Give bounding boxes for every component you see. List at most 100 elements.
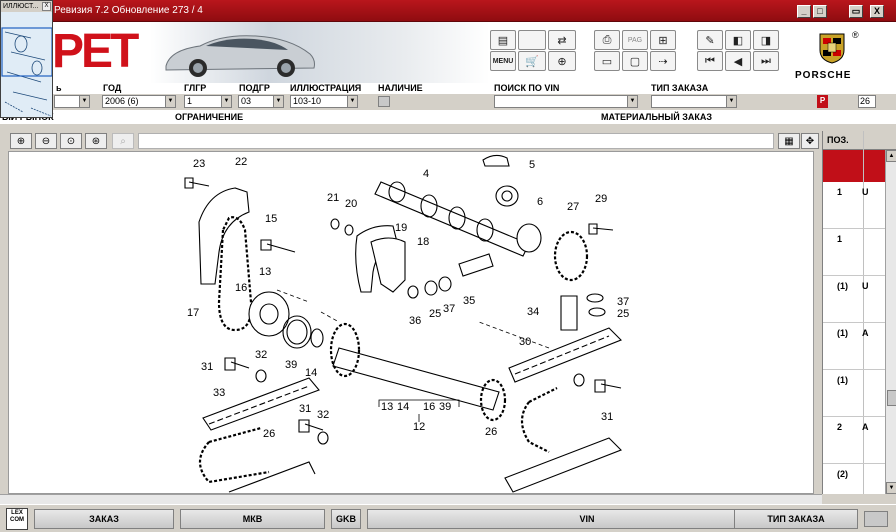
book-next-button[interactable]: ◨ xyxy=(753,30,779,50)
cart-search-button[interactable]: ⊕ xyxy=(548,51,576,71)
search-icon[interactable]: ⌕ xyxy=(112,133,134,149)
list-item[interactable]: (1)A xyxy=(823,323,885,370)
callout-18[interactable]: 18 xyxy=(417,236,429,248)
order-type-button[interactable]: ТИП ЗАКАЗА xyxy=(734,509,858,529)
callout-31-c[interactable]: 31 xyxy=(601,411,613,423)
callout-17[interactable]: 17 xyxy=(187,307,199,319)
close-icon[interactable]: X xyxy=(42,2,51,11)
callout-37-b[interactable]: 37 xyxy=(617,296,629,308)
callout-31-b[interactable]: 31 xyxy=(299,403,311,415)
restore-button[interactable]: ▭ xyxy=(849,5,863,18)
zoom-fit-icon[interactable]: ⊙ xyxy=(60,133,82,149)
scroll-down-icon[interactable]: ▼ xyxy=(886,482,896,494)
callout-16-b[interactable]: 16 xyxy=(423,401,435,413)
gkb-button[interactable]: GKB xyxy=(331,509,361,529)
callout-34[interactable]: 34 xyxy=(527,306,539,318)
callout-16[interactable]: 16 xyxy=(235,282,247,294)
print-list-button[interactable]: ▤ xyxy=(490,30,516,50)
mkb-button[interactable]: МКВ xyxy=(180,509,325,529)
order-type-select[interactable]: ▼ xyxy=(651,95,737,108)
list-item[interactable]: (2) xyxy=(823,464,885,494)
order-button[interactable]: ЗАКАЗ xyxy=(34,509,174,529)
scroll-up-icon[interactable]: ▲ xyxy=(886,150,896,162)
zoom-in-icon[interactable]: ⊕ xyxy=(10,133,32,149)
callout-21[interactable]: 21 xyxy=(327,192,339,204)
callout-33[interactable]: 33 xyxy=(213,387,225,399)
scroll-thumb[interactable] xyxy=(887,390,896,406)
main-group-select[interactable]: 1▼ xyxy=(184,95,232,108)
callout-32[interactable]: 32 xyxy=(255,349,267,361)
cart-button[interactable]: 🛒 xyxy=(518,51,546,71)
list-item[interactable]: (1)U xyxy=(823,276,885,323)
blank-button[interactable] xyxy=(518,30,546,50)
book-prev-button[interactable]: ◧ xyxy=(725,30,751,50)
callout-14[interactable]: 14 xyxy=(305,367,317,379)
callout-32-b[interactable]: 32 xyxy=(317,409,329,421)
p-badge[interactable]: P xyxy=(817,95,828,108)
callout-13-b[interactable]: 13 xyxy=(381,401,393,413)
availability-checkbox[interactable] xyxy=(378,96,390,107)
callout-35[interactable]: 35 xyxy=(463,295,475,307)
callout-20[interactable]: 20 xyxy=(345,198,357,210)
move-icon[interactable]: ✥ xyxy=(801,133,819,149)
callout-30[interactable]: 30 xyxy=(519,336,531,348)
parts-illustration[interactable]: 23 22 15 13 16 17 31 32 39 14 33 31 32 2… xyxy=(8,151,814,494)
callout-31[interactable]: 31 xyxy=(201,361,213,373)
callout-13[interactable]: 13 xyxy=(259,266,271,278)
callout-19[interactable]: 19 xyxy=(395,222,407,234)
callout-37[interactable]: 37 xyxy=(443,303,455,315)
first-page-button[interactable]: ⏮ xyxy=(697,51,723,71)
cart-right-button[interactable]: ⇢ xyxy=(650,51,676,71)
callout-23[interactable]: 23 xyxy=(193,158,205,170)
list-item[interactable]: 1 xyxy=(823,229,885,276)
callout-5[interactable]: 5 xyxy=(529,159,535,171)
prev-page-button[interactable]: ◀ xyxy=(725,51,751,71)
callout-22[interactable]: 22 xyxy=(235,156,247,168)
flag-value: A xyxy=(862,422,869,432)
scroll-right-icon[interactable] xyxy=(864,511,888,527)
maximize-button[interactable]: □ xyxy=(813,5,827,18)
vin-input[interactable]: ▼ xyxy=(494,95,638,108)
cart-add-button[interactable]: ⊞ xyxy=(650,30,676,50)
callout-6[interactable]: 6 xyxy=(537,196,543,208)
last-page-button[interactable]: ⏭ xyxy=(753,51,779,71)
horizontal-scrollbar[interactable] xyxy=(0,494,822,504)
list-item[interactable]: (1) xyxy=(823,370,885,417)
vertical-scrollbar[interactable]: ▲ ▼ xyxy=(885,150,896,494)
menu-button[interactable]: MENU xyxy=(490,51,516,71)
zoom-out-icon[interactable]: ⊖ xyxy=(35,133,57,149)
callout-12[interactable]: 12 xyxy=(413,421,425,433)
year-select[interactable]: 2006 (6)▼ xyxy=(102,95,176,108)
callout-4[interactable]: 4 xyxy=(423,168,429,180)
callout-14-b[interactable]: 14 xyxy=(397,401,409,413)
vin-button[interactable]: VIN xyxy=(367,509,807,529)
car-connect-button[interactable]: ⇄ xyxy=(548,30,576,50)
pin-button[interactable]: ✎ xyxy=(697,30,723,50)
callout-27[interactable]: 27 xyxy=(567,201,579,213)
monitor-cart-button[interactable]: ▭ xyxy=(594,51,620,71)
callout-39[interactable]: 39 xyxy=(285,359,297,371)
illustration-select[interactable]: 103-10▼ xyxy=(290,95,358,108)
callout-29[interactable]: 29 xyxy=(595,193,607,205)
callout-25-b[interactable]: 25 xyxy=(617,308,629,320)
print-button[interactable]: ⎙ xyxy=(594,30,620,50)
market-select[interactable]: ▼ xyxy=(54,95,90,108)
monitor-button[interactable]: ▢ xyxy=(622,51,648,71)
callout-25[interactable]: 25 xyxy=(429,308,441,320)
callout-36[interactable]: 36 xyxy=(409,315,421,327)
illustration-thumbnail-window[interactable]: ИЛЛЮСТ... X xyxy=(0,0,53,118)
callout-26-b[interactable]: 26 xyxy=(485,426,497,438)
sub-group-select[interactable]: 03▼ xyxy=(238,95,284,108)
callout-26[interactable]: 26 xyxy=(263,428,275,440)
minimize-button[interactable]: _ xyxy=(797,5,811,18)
parts-list-icon[interactable]: ▦ xyxy=(778,133,800,149)
material-order-label: МАТЕРИАЛЬНЫЙ ЗАКАЗ xyxy=(601,112,712,122)
zoom-field[interactable] xyxy=(138,133,774,149)
zoom-area-icon[interactable]: ⊛ xyxy=(85,133,107,149)
callout-15[interactable]: 15 xyxy=(265,213,277,225)
callout-39-b[interactable]: 39 xyxy=(439,401,451,413)
close-button[interactable]: X xyxy=(870,5,884,18)
pag-button[interactable]: PAG xyxy=(622,30,648,50)
